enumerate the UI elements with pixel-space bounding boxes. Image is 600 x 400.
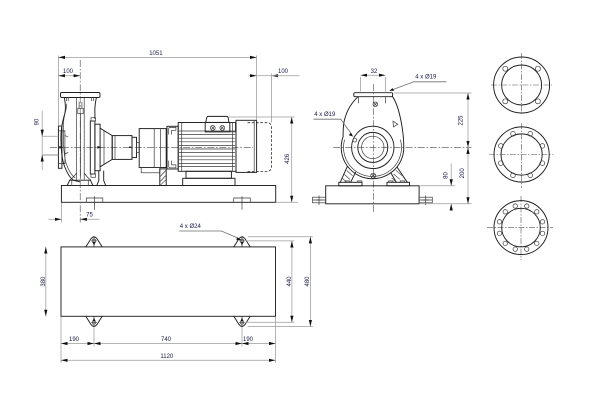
dim-lug-span: 480 [305,276,311,287]
discharge-flange-side [60,92,101,98]
plan-view: 4 x Ø24 380 440 480 [41,224,313,363]
guard-pedestal [159,168,167,186]
end-view: 32 4 x Ø19 4 x Ø19 225 200 80 [312,69,472,212]
motor-body [177,122,237,172]
dim-hole-inset-left: 190 [69,337,80,343]
dim-discharge-bore: 32 [371,69,378,75]
suction-bore [361,135,385,159]
side-view: 1051 100 100 90 426 75 [34,51,300,223]
flange-bottom [487,196,553,260]
side-baseplate [60,185,277,203]
vent-plug [372,101,378,107]
coupling-guard [138,128,167,168]
label-anchor-holes: 4 x Ø24 [180,224,202,230]
dim-overall-length: 1051 [149,51,163,57]
dim-hole-inset-right: 190 [243,337,254,343]
label-suction-holes: 4 x Ø19 [314,112,336,118]
flow-arrow-3 [129,146,133,149]
plan-lug-bottom-left [85,315,103,328]
foot-pad-right [386,181,410,187]
motor-feet [185,170,232,179]
dim-right-overhang: 100 [278,69,289,75]
flange-middle [489,123,553,188]
volute-foot [66,179,94,186]
volute-outline [340,96,405,180]
dim-left-offset: 100 [63,69,74,75]
suction-flange-circle [351,125,395,170]
stud-nut [77,107,84,115]
drain-plug [370,172,377,179]
end-anchor-left [312,195,327,206]
suction-bolt-hole [352,137,358,143]
volute-left-outline [60,97,81,183]
dim-overall-height: 426 [285,153,291,164]
terminal-screws [210,125,226,131]
dim-edge-to-axis: 75 [86,212,93,218]
dim-center-to-base: 200 [460,168,466,179]
foot-pad-left [338,181,363,187]
flange-views [487,53,553,260]
end-baseplate [325,185,420,205]
side-dimensions: 1051 100 100 90 426 75 [34,51,300,223]
plan-baseplate [60,246,276,317]
motor-fins [178,130,236,167]
terminal-box [204,121,231,133]
plan-lug-top-left [85,235,103,248]
flange-middle-holes [498,131,546,178]
dim-hole-span: 440 [287,276,293,287]
plan-dimensions: 4 x Ø24 380 440 480 [41,224,313,363]
plan-lug-bottom-right [233,315,251,328]
casting-mark [392,120,399,128]
dim-suction-detail: 90 [34,118,40,125]
flange-bottom-holes [496,203,546,252]
end-anchor-right [418,195,433,206]
suction-raised-face [357,131,389,163]
dim-base-height: 80 [444,172,450,179]
dim-hole-spacing: 740 [161,337,172,343]
dim-center-to-flange: 225 [459,115,465,126]
flow-arrow-2 [97,146,102,149]
motor-stool [182,177,236,186]
dim-base-width: 380 [41,276,47,287]
flange-top [491,53,552,114]
terminal-box-cap [205,115,230,123]
discharge-flange-end [353,92,394,98]
volute-right-outline [94,97,97,120]
dim-base-length: 1120 [160,354,174,360]
end-dimensions: 32 4 x Ø19 4 x Ø19 225 200 80 [313,69,472,211]
pump-legs [339,166,408,183]
fan-cowl [235,119,258,173]
bearing-foot [96,170,107,186]
label-discharge-holes: 4 x Ø19 [415,75,437,81]
motor-envelope-dashed [247,122,272,172]
